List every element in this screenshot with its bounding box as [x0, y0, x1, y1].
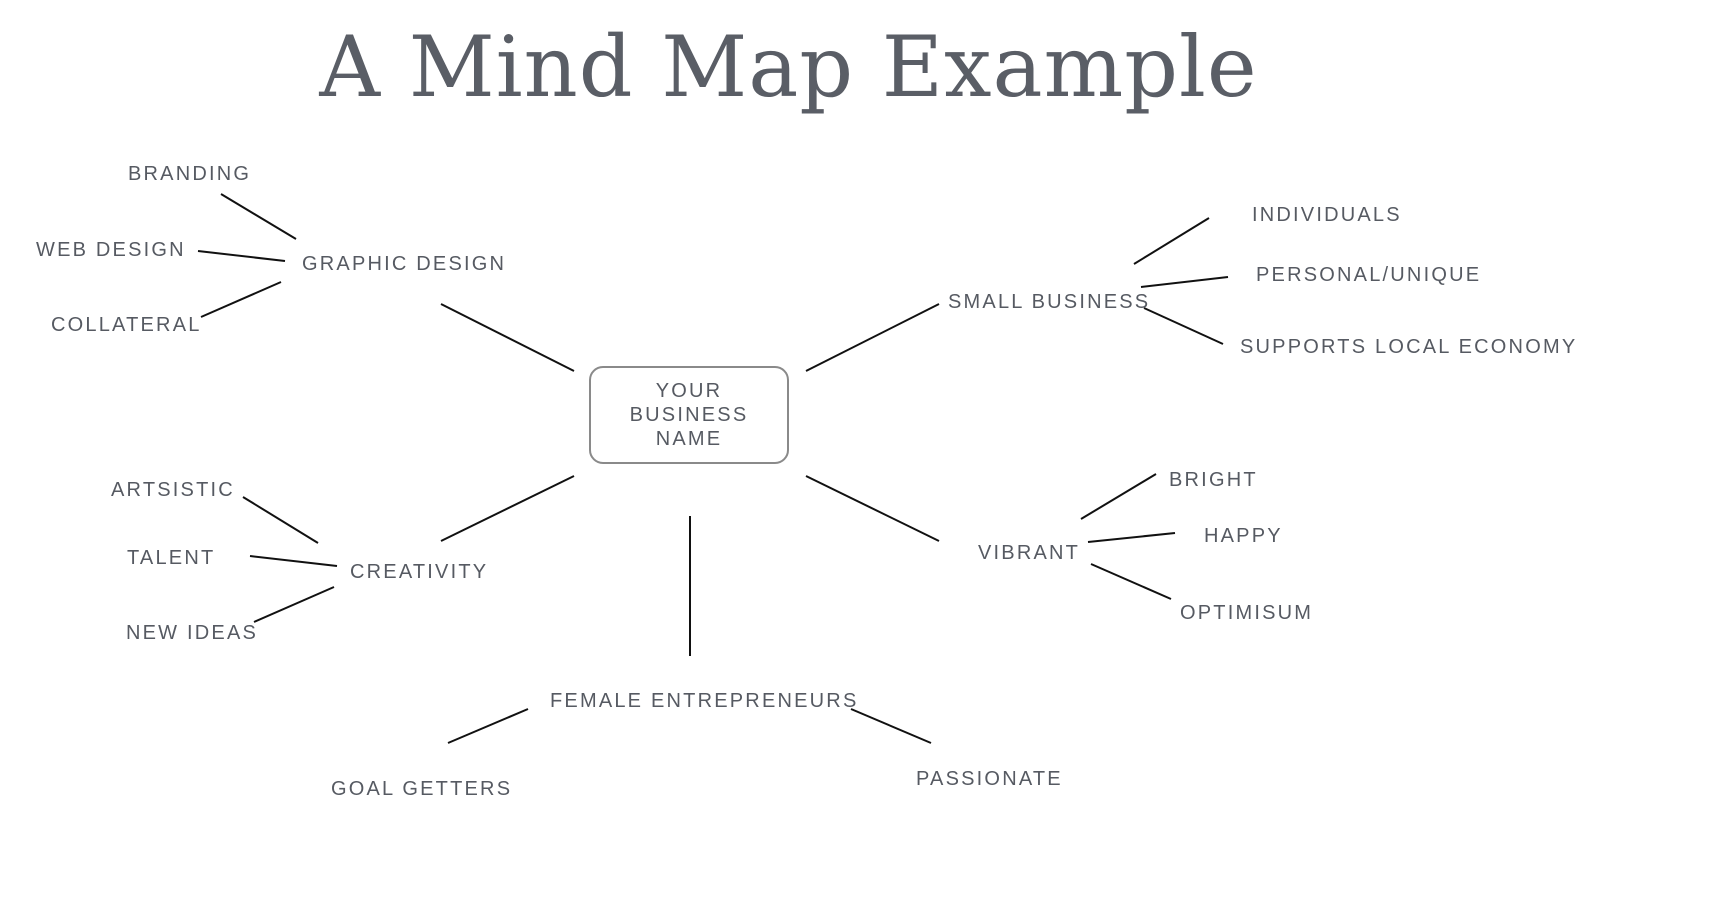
connector-center-vibrant	[805, 475, 940, 542]
leaf-supports-local-economy: SUPPORTS LOCAL ECONOMY	[1240, 336, 1578, 358]
connector-center-creativity	[440, 475, 575, 542]
connector-collateral	[200, 281, 282, 318]
leaf-collateral: COLLATERAL	[51, 314, 202, 336]
leaf-individuals: INDIVIDUALS	[1252, 204, 1402, 226]
leaf-bright: BRIGHT	[1169, 469, 1258, 491]
connector-center-small-business	[805, 303, 940, 372]
leaf-web-design: WEB DESIGN	[36, 239, 186, 261]
leaf-personal-unique: PERSONAL/UNIQUE	[1256, 264, 1482, 286]
connector-web-design	[197, 250, 286, 262]
branch-creativity: CREATIVITY	[350, 561, 489, 583]
center-node-label: YOUR BUSINESS NAME	[629, 380, 749, 450]
connector-new-ideas	[253, 586, 335, 623]
leaf-optimisum: OPTIMISUM	[1180, 602, 1314, 624]
leaf-branding: BRANDING	[128, 163, 252, 185]
connector-goal-getters	[447, 708, 529, 744]
connector-center-graphic-design	[440, 303, 575, 372]
connector-happy	[1087, 532, 1176, 543]
connector-optimisum	[1090, 563, 1172, 600]
center-node: YOUR BUSINESS NAME	[589, 366, 789, 464]
connector-supports-local-economy	[1143, 307, 1224, 345]
page-title: A Mind Map Example	[319, 18, 1258, 116]
leaf-new-ideas: NEW IDEAS	[126, 622, 259, 644]
connector-artsistic	[242, 496, 319, 544]
branch-female-entrepreneurs: FEMALE ENTREPRENEURS	[550, 690, 859, 712]
branch-small-business: SMALL BUSINESS	[948, 291, 1151, 313]
leaf-goal-getters: GOAL GETTERS	[331, 778, 513, 800]
connector-talent	[249, 555, 338, 567]
branch-graphic-design: GRAPHIC DESIGN	[302, 253, 507, 275]
connector-branding	[220, 193, 297, 240]
leaf-artsistic: ARTSISTIC	[111, 479, 235, 501]
connector-bright	[1080, 473, 1157, 520]
leaf-passionate: PASSIONATE	[916, 768, 1063, 790]
branch-vibrant: VIBRANT	[978, 542, 1081, 564]
connector-passionate	[850, 708, 932, 744]
connector-individuals	[1133, 217, 1210, 265]
leaf-happy: HAPPY	[1204, 525, 1283, 547]
leaf-talent: TALENT	[127, 547, 216, 569]
connector-personal-unique	[1140, 276, 1229, 288]
